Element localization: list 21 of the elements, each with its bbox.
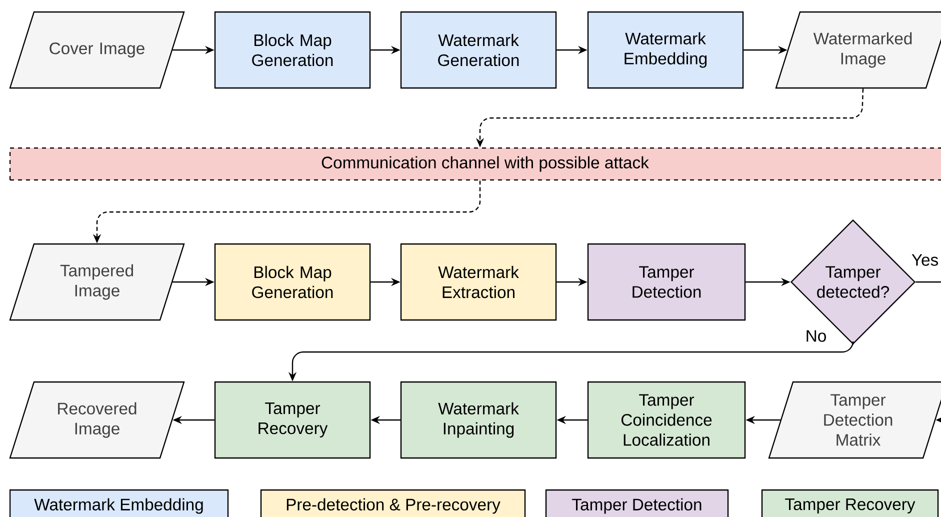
data-parallelogram: Watermarked Image <box>775 11 941 89</box>
edge-label: No <box>804 328 828 344</box>
legend-item: Tamper Detection <box>545 489 729 517</box>
channel-band: Communication channel with possible attack <box>9 147 941 181</box>
legend-item: Watermark Embedding <box>9 489 229 517</box>
process-box: Block Map Generation <box>214 243 371 321</box>
data-parallelogram: Tampered Image <box>9 243 185 321</box>
process-box: Block Map Generation <box>214 11 371 89</box>
process-box: Tamper Recovery <box>214 381 371 459</box>
data-parallelogram: Recovered Image <box>9 381 185 459</box>
process-box: Watermark Generation <box>400 11 557 89</box>
process-box: Watermark Inpainting <box>400 381 557 459</box>
process-box: Tamper Coincidence Localization <box>587 381 746 459</box>
legend-item: Tamper Recovery <box>761 489 939 517</box>
arrow <box>916 281 941 424</box>
process-box: Watermark Extraction <box>400 243 557 321</box>
data-parallelogram: Tamper Detection Matrix <box>768 381 941 459</box>
data-parallelogram: Cover Image <box>9 11 185 89</box>
process-box: Tamper Detection <box>587 243 746 321</box>
process-box: Watermark Embedding <box>587 11 744 89</box>
legend-item: Pre-detection & Pre-recovery <box>260 489 526 517</box>
